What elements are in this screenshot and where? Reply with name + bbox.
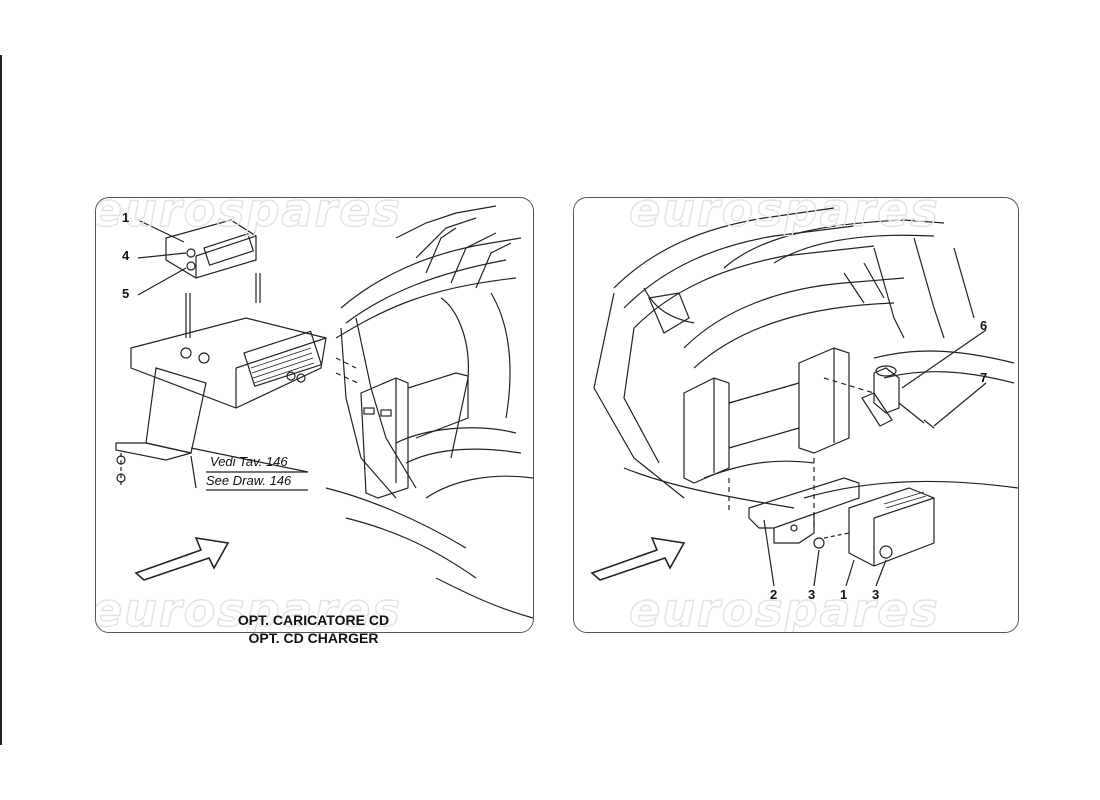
watermark-bottom: eurospares [95,582,402,633]
left-exploded-drawing [115,205,533,619]
callout-3-right: 3 [872,587,880,602]
caption-italian: OPT. CARICATORE CD [237,612,390,628]
reference-note-it: Vedi Tav. 146 [210,454,288,469]
caption-block: OPT. CARICATORE CD OPT. CD CHARGER [95,612,532,652]
right-diagram-panel: eurospares eurospares 6 7 2 3 1 3 [573,197,1019,633]
watermark-top: eurospares [95,197,402,238]
left-border-rule [0,55,2,745]
caption-english: OPT. CD CHARGER [248,630,379,646]
callout-5: 5 [122,286,130,301]
reference-note-en: See Draw. 146 [206,473,292,488]
callout-1: 1 [840,587,848,602]
callout-7: 7 [980,370,988,385]
right-exploded-drawing [590,207,1018,587]
watermark-top: eurospares [628,197,940,238]
callout-4: 4 [122,248,130,263]
callout-1: 1 [122,210,130,225]
callout-3-left: 3 [808,587,816,602]
watermark-bottom: eurospares [628,582,940,633]
callout-6: 6 [980,318,988,333]
callout-2: 2 [770,587,778,602]
left-diagram-panel: eurospares eurospares 1 4 5 Vedi Tav. 14… [95,197,534,633]
